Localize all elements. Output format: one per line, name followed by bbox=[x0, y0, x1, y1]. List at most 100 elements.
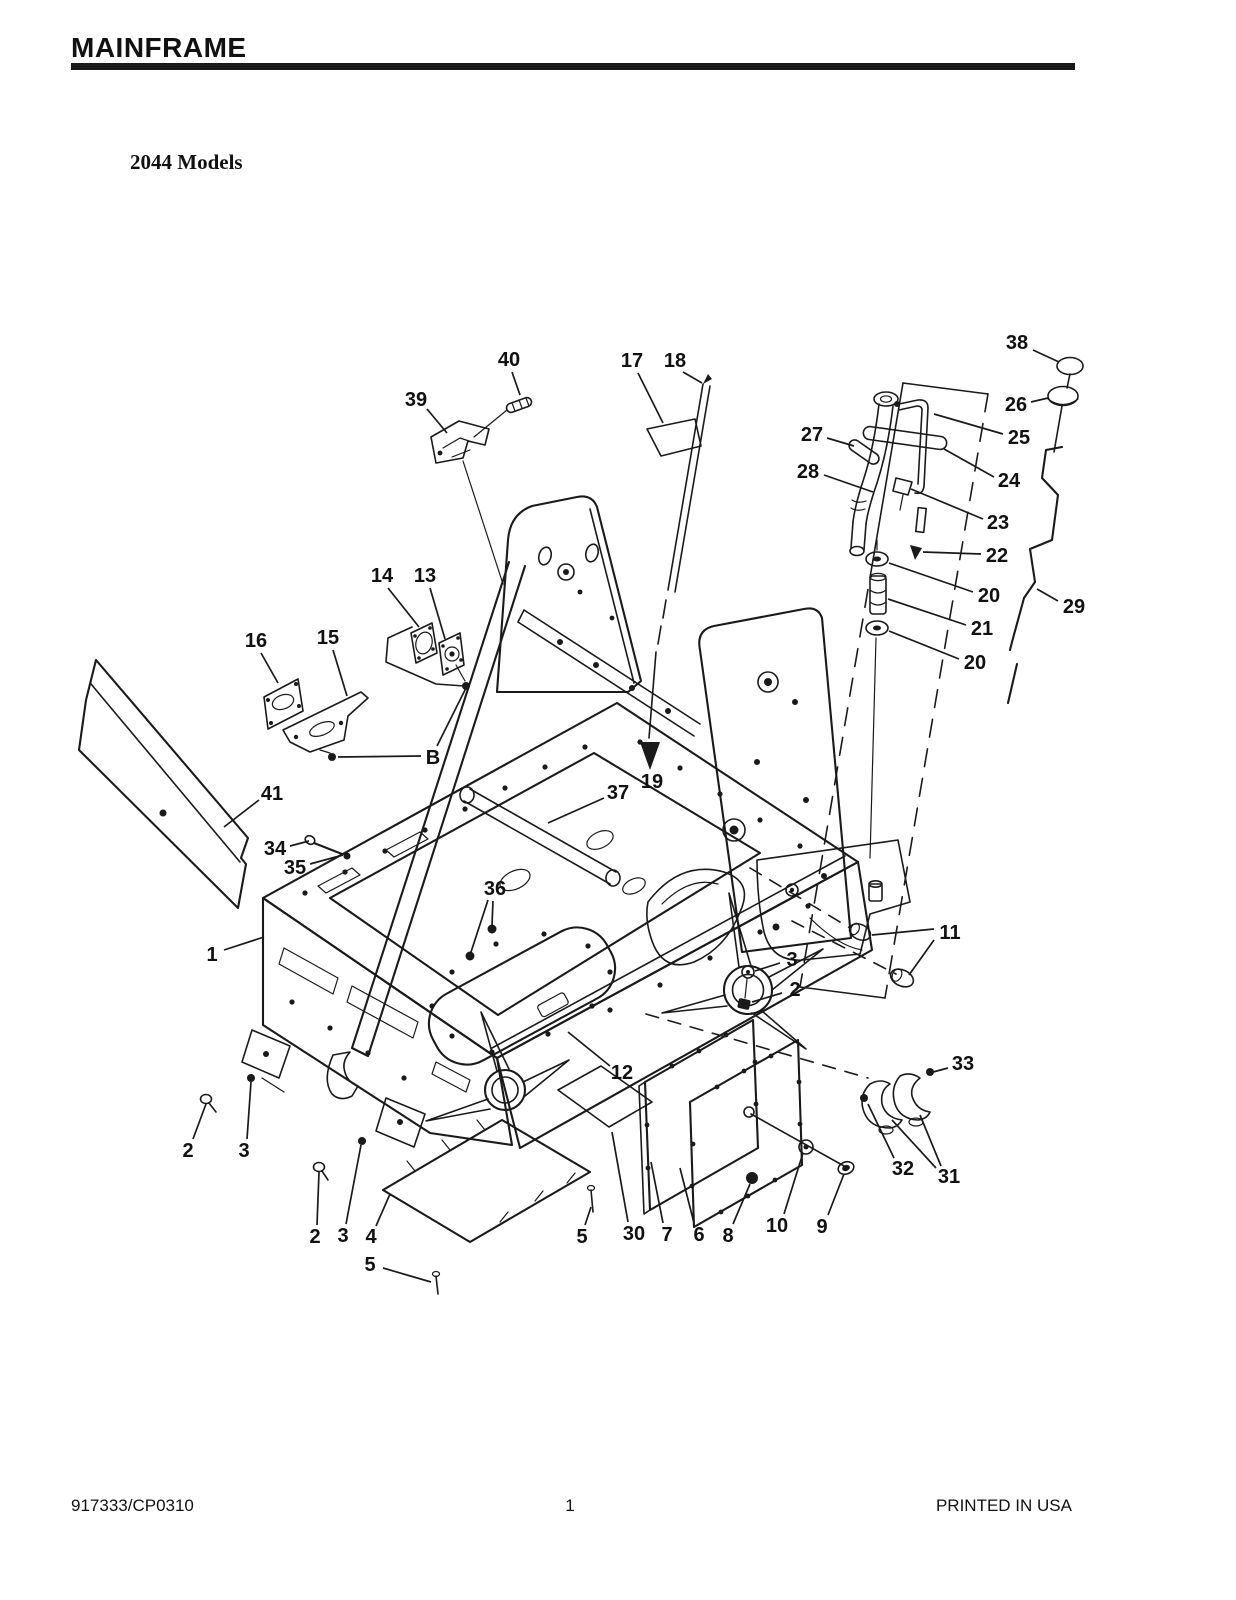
axle-hub-front bbox=[425, 1011, 570, 1122]
callout-label: 35 bbox=[284, 857, 306, 879]
bolt-2-mid bbox=[312, 1161, 329, 1181]
cover-plate-6 bbox=[688, 1038, 845, 1229]
callout-leader bbox=[426, 408, 448, 434]
callout-label: 27 bbox=[801, 424, 823, 446]
callout-leader bbox=[567, 1031, 611, 1067]
callout-label: 1 bbox=[206, 944, 217, 966]
nose-rivet-dots bbox=[289, 999, 407, 1081]
callout-label: 7 bbox=[661, 1224, 672, 1246]
callout-leader bbox=[470, 899, 489, 953]
callout-label: 14 bbox=[371, 565, 394, 587]
screw-3-mid bbox=[358, 1137, 366, 1145]
callout-leader bbox=[679, 1167, 695, 1224]
footer-printed-in: PRINTED IN USA bbox=[935, 1496, 1072, 1515]
callout-leader bbox=[887, 598, 967, 626]
callout-leader bbox=[382, 1267, 432, 1283]
filter-21 bbox=[869, 572, 887, 615]
callout-leader bbox=[345, 1144, 362, 1225]
plate-16 bbox=[263, 678, 304, 730]
cross-bar-37 bbox=[459, 786, 621, 887]
clip-39 bbox=[430, 420, 504, 585]
bolt-dots-B bbox=[319, 664, 470, 761]
callout-leader bbox=[943, 448, 995, 478]
callout-label: 11 bbox=[939, 922, 960, 944]
callout-label: 17 bbox=[621, 350, 643, 372]
callout-label: 38 bbox=[1006, 332, 1028, 354]
callout-label: 20 bbox=[964, 652, 986, 674]
callout-leader bbox=[871, 928, 935, 936]
callout-label: 6 bbox=[693, 1224, 704, 1246]
callout-leader bbox=[337, 755, 422, 758]
washer-10 bbox=[798, 1139, 814, 1155]
callout-label: 23 bbox=[987, 512, 1009, 534]
bolt-2-left bbox=[199, 1093, 217, 1113]
callout-leader bbox=[826, 437, 855, 447]
bolts-36 bbox=[465, 924, 497, 961]
model-subtitle: 2044 Models bbox=[130, 150, 243, 174]
callout-leader bbox=[260, 652, 279, 684]
callout-label: 3 bbox=[238, 1140, 249, 1162]
callout-leader bbox=[375, 1193, 391, 1227]
callout-leader bbox=[332, 649, 348, 697]
callout-leader bbox=[910, 488, 984, 520]
callout-label: 2 bbox=[182, 1140, 193, 1162]
callout-leader bbox=[867, 1103, 895, 1159]
callout-leader bbox=[387, 587, 420, 628]
bolt-34 bbox=[304, 834, 344, 856]
callout-leader bbox=[309, 854, 344, 865]
front-pillar bbox=[350, 495, 643, 1058]
callout-leader bbox=[584, 1206, 592, 1226]
arrow-19-icon bbox=[640, 742, 660, 770]
callout-label: 30 bbox=[623, 1223, 645, 1245]
callout-label: 19 bbox=[641, 771, 663, 793]
callout-label: 16 bbox=[245, 630, 267, 652]
callout-leader bbox=[682, 371, 703, 384]
callout-label: 10 bbox=[766, 1215, 788, 1237]
washer-3-right bbox=[741, 965, 755, 999]
callout-label: 2 bbox=[789, 979, 800, 1001]
lift-rod-18 bbox=[648, 374, 712, 739]
callout-leader bbox=[1032, 349, 1060, 363]
reference-box-29 bbox=[799, 382, 989, 999]
callout-leader bbox=[192, 1103, 207, 1140]
callout-label: 28 bbox=[797, 461, 819, 483]
callout-leader bbox=[732, 1183, 751, 1225]
callout-label: 40 bbox=[498, 349, 520, 371]
cover-bolt-dots bbox=[429, 903, 811, 1055]
cap-38 bbox=[1056, 356, 1084, 389]
callout-leader bbox=[751, 992, 783, 1003]
dashed-assembly-lines bbox=[645, 867, 897, 1079]
callout-leader bbox=[1036, 588, 1059, 602]
flag-plate-17 bbox=[646, 418, 702, 457]
callout-label: 26 bbox=[1005, 394, 1027, 416]
callout-label: 4 bbox=[365, 1226, 377, 1248]
callout-label: 5 bbox=[364, 1254, 375, 1276]
callout-label: 21 bbox=[971, 618, 993, 640]
callout-label: 36 bbox=[484, 878, 506, 900]
callout-leader bbox=[919, 1114, 942, 1167]
plate-30 bbox=[557, 1065, 653, 1128]
callout-leader bbox=[547, 797, 605, 824]
callout-label: 15 bbox=[317, 627, 339, 649]
plug-11-upper bbox=[848, 922, 872, 942]
callout-leader bbox=[511, 371, 521, 396]
callout-leader bbox=[754, 962, 781, 972]
callout-label: 22 bbox=[986, 545, 1008, 567]
callout-label: 20 bbox=[978, 585, 1000, 607]
rear-bracket bbox=[646, 839, 911, 966]
callout-label: 33 bbox=[952, 1053, 974, 1075]
plate-14 bbox=[410, 622, 438, 664]
mount-step-bracket bbox=[385, 626, 465, 687]
callout-leader bbox=[637, 372, 664, 424]
side-cover-plate bbox=[427, 903, 811, 1066]
callout-label: 29 bbox=[1063, 596, 1085, 618]
clip-23 bbox=[892, 477, 913, 511]
nut-9 bbox=[837, 1160, 855, 1176]
callout-leader bbox=[783, 1152, 804, 1215]
callout-leader bbox=[933, 413, 1004, 435]
screw-22 bbox=[910, 506, 928, 560]
callout-leader bbox=[223, 799, 260, 828]
bumper-panel-41 bbox=[77, 658, 250, 910]
